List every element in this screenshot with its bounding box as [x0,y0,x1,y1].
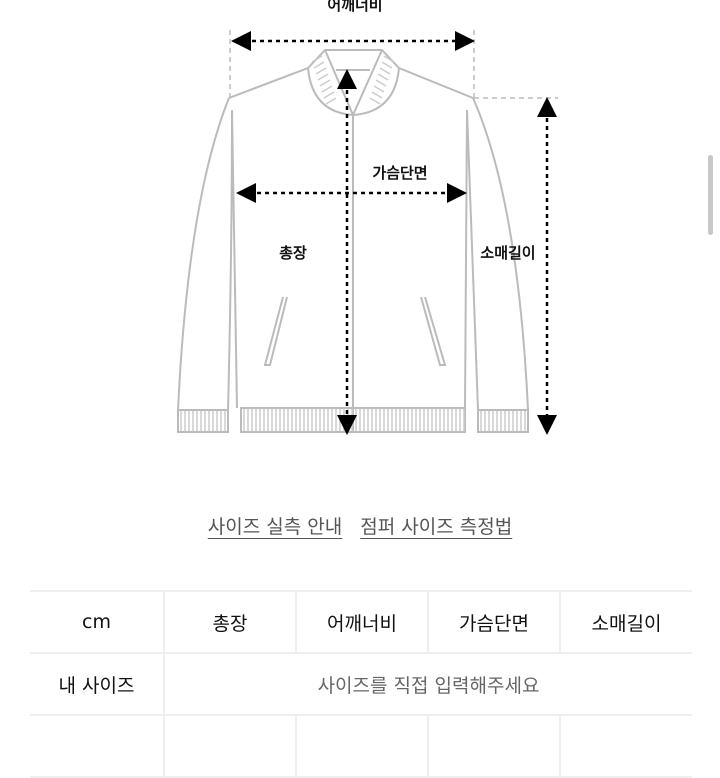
header-unit: cm [30,590,165,654]
size-table: cm 총장 어깨너비 가슴단면 소매길이 내 사이즈 사이즈를 직접 입력해주세… [30,590,692,778]
header-chest: 가슴단면 [427,590,561,654]
size-guide-link[interactable]: 사이즈 실측 안내 [207,516,343,538]
table-header-row: cm 총장 어깨너비 가슴단면 소매길이 [30,590,692,654]
measure-arrows [231,31,557,435]
chest-label: 가슴단면 [372,164,427,182]
header-length: 총장 [163,590,297,654]
table-row [30,714,692,778]
header-shoulder: 어깨너비 [295,590,429,654]
my-size-row: 내 사이즈 사이즈를 직접 입력해주세요 [30,652,692,716]
ribbing-hatch [180,55,526,431]
header-sleeve: 소매길이 [559,590,692,654]
size-links: 사이즈 실측 안내 점퍼 사이즈 측정법 [0,512,720,539]
jacket-outline [176,49,530,433]
jacket-size-diagram: 어깨너비 가슴단면 총장 소매길이 [176,0,558,435]
sleeve-label: 소매길이 [480,244,535,262]
measure-method-link[interactable]: 점퍼 사이즈 측정법 [360,516,513,538]
length-label: 총장 [279,244,307,262]
my-size-input[interactable]: 사이즈를 직접 입력해주세요 [163,652,692,716]
scrollbar[interactable] [708,155,713,235]
shoulder-label: 어깨너비 [327,0,382,14]
my-size-label: 내 사이즈 [30,652,165,716]
